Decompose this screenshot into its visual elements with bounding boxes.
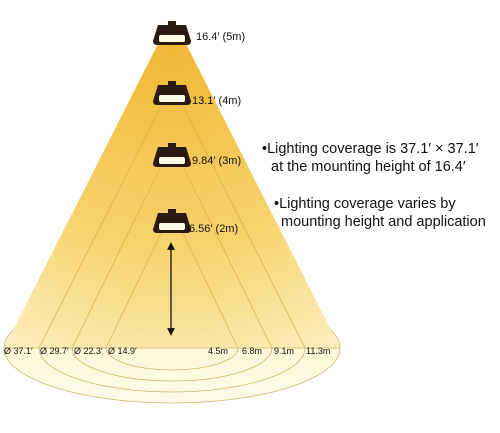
beam-5m xyxy=(4,40,340,348)
fixture-icon-2m xyxy=(153,209,191,233)
height-label-3m: 9.84′ (3m) xyxy=(192,155,241,167)
height-label-4m: 13.1′ (4m) xyxy=(192,95,241,107)
beam-edge-4m xyxy=(38,97,306,349)
fixture-icon-4m xyxy=(153,81,191,105)
diameter-label-4m: Ø 29.7′ xyxy=(40,346,69,356)
note-varies-line1: •Lighting coverage varies by xyxy=(274,196,456,212)
note-coverage-line2: at the mounting height of 16.4′ xyxy=(271,159,466,175)
note-coverage-line1: •Lighting coverage is 37.1′ × 37.1′ xyxy=(262,141,479,157)
fixture-icon-5m xyxy=(153,21,191,45)
height-label-2m: 6.56′ (2m) xyxy=(189,223,238,235)
light-beams xyxy=(4,40,340,349)
diameter-label-2m: Ø 14.9′ xyxy=(108,346,137,356)
radius-label-5m: 11.3m xyxy=(306,346,330,356)
diameter-label-5m: Ø 37.1′ xyxy=(4,346,33,356)
radius-label-2m: 4.5m xyxy=(208,346,228,356)
fixtures xyxy=(153,21,191,233)
fixture-icon-3m xyxy=(153,143,191,167)
radius-label-3m: 6.8m xyxy=(242,346,262,356)
beam-edge-2m xyxy=(105,224,239,349)
beam-edge-3m xyxy=(71,157,273,349)
diameter-label-3m: Ø 22.3′ xyxy=(74,346,103,356)
radius-label-4m: 9.1m xyxy=(274,346,294,356)
note-varies-line2: mounting height and application xyxy=(281,214,486,230)
height-label-5m: 16.4′ (5m) xyxy=(196,31,245,43)
